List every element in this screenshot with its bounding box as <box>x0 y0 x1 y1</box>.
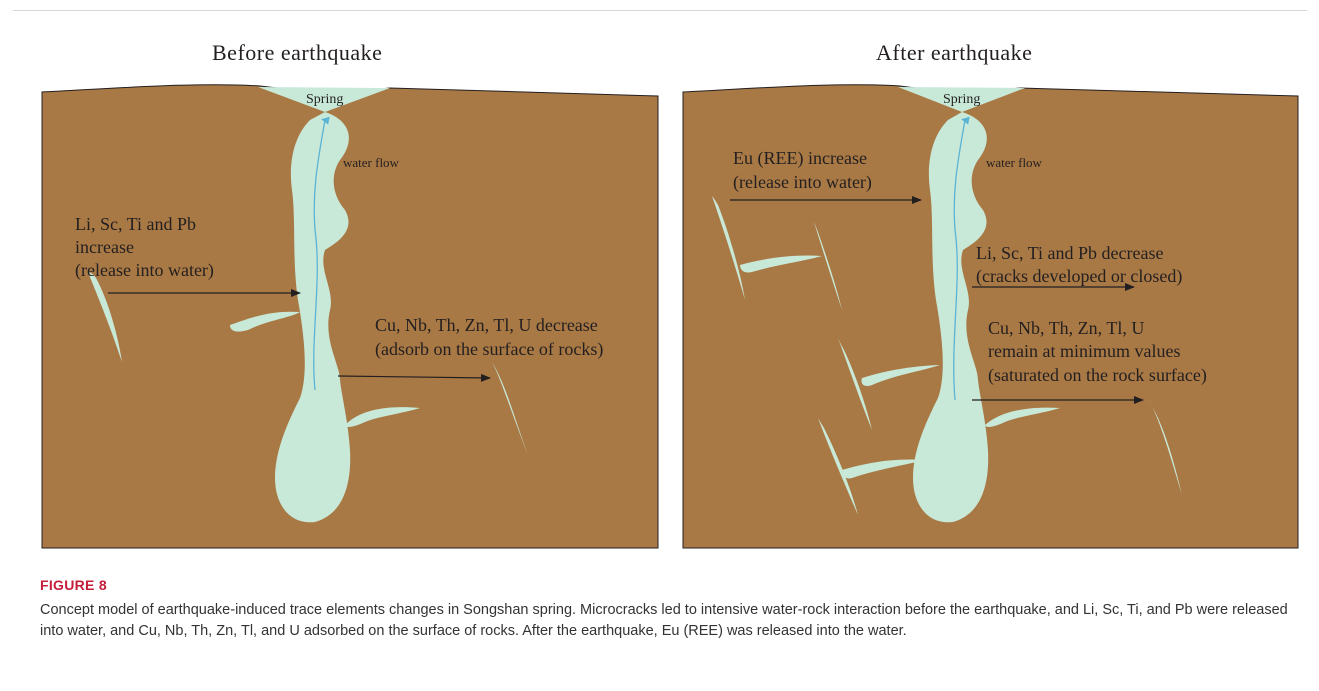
concept-diagram: Spring water flow Li, Sc, Ti and Pb incr… <box>0 0 1319 560</box>
decrease-text-line2: (cracks developed or closed) <box>976 266 1182 287</box>
spring-label: Spring <box>306 92 343 107</box>
eu-text-line2: (release into water) <box>733 172 872 193</box>
increase-text-line3: (release into water) <box>75 260 214 281</box>
decrease-text-line2: (adsorb on the surface of rocks) <box>375 339 603 360</box>
increase-text-line1: Li, Sc, Ti and Pb <box>75 214 196 234</box>
decrease-text-line1: Cu, Nb, Th, Zn, Tl, U decrease <box>375 315 598 335</box>
remain-text-line2: remain at minimum values <box>988 341 1180 361</box>
spring-label: Spring <box>943 92 980 107</box>
figure-caption: Concept model of earthquake-induced trac… <box>40 600 1290 642</box>
water-flow-label: water flow <box>343 155 400 170</box>
increase-text-line2: increase <box>75 237 134 257</box>
before-panel: Spring water flow Li, Sc, Ti and Pb incr… <box>42 85 658 548</box>
figure-label: FIGURE 8 <box>40 577 107 593</box>
water-flow-label: water flow <box>986 155 1043 170</box>
remain-text-line3: (saturated on the rock surface) <box>988 365 1207 386</box>
decrease-text-line1: Li, Sc, Ti and Pb decrease <box>976 243 1163 263</box>
remain-text-line1: Cu, Nb, Th, Zn, Tl, U <box>988 318 1144 338</box>
after-panel: Spring water flow Eu (REE) increase (rel… <box>683 85 1298 548</box>
eu-text-line1: Eu (REE) increase <box>733 148 867 169</box>
